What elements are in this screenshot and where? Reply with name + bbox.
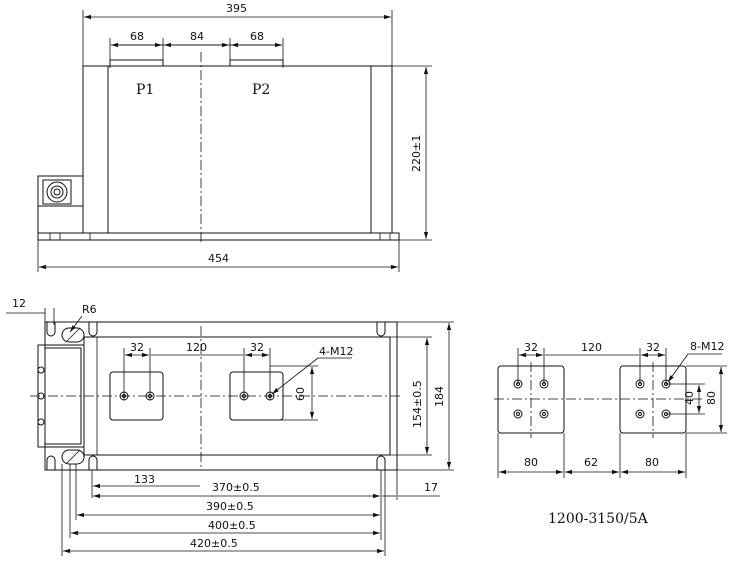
dim-370: 370±0.5 <box>212 481 260 494</box>
detail-dim-40: 40 <box>683 391 696 405</box>
dim-154: 154±0.5 <box>411 380 424 428</box>
detail-dim-32-left: 32 <box>524 341 538 354</box>
dim-32-right: 32 <box>250 341 264 354</box>
dim-4-m12: 4-M12 <box>319 345 353 358</box>
dim-68-left: 68 <box>130 30 144 43</box>
dim-420: 420±0.5 <box>190 537 238 550</box>
detail-dim-32-right: 32 <box>646 341 660 354</box>
front-view: 395 68 84 68 P1 P2 <box>37 2 432 272</box>
detail-dim-62: 62 <box>584 456 598 469</box>
label-p1: P1 <box>136 82 154 98</box>
detail-dim-8-m12: 8-M12 <box>690 340 724 353</box>
dim-32-left: 32 <box>130 341 144 354</box>
dim-17: 17 <box>424 481 438 494</box>
dim-400: 400±0.5 <box>208 519 256 532</box>
model-label: 1200-3150/5A <box>548 511 649 527</box>
plan-view: 12 R6 32 <box>6 297 454 556</box>
detail-dim-80-right: 80 <box>645 456 659 469</box>
dim-68-right: 68 <box>250 30 264 43</box>
dim-390: 390±0.5 <box>206 500 254 513</box>
terminal-detail: 32 120 32 8-M12 40 80 80 62 80 1200-3150… <box>494 340 727 527</box>
dim-60: 60 <box>294 387 307 401</box>
dim-395: 395 <box>226 2 247 15</box>
dim-84: 84 <box>190 30 204 43</box>
dim-12: 12 <box>12 297 26 310</box>
dim-120: 120 <box>186 341 207 354</box>
dim-133: 133 <box>134 473 155 486</box>
detail-dim-80-vertical: 80 <box>705 391 718 405</box>
detail-dim-120: 120 <box>581 341 602 354</box>
dim-184: 184 <box>433 386 446 407</box>
label-p2: P2 <box>252 82 270 98</box>
detail-dim-80-left: 80 <box>524 456 538 469</box>
dim-220: 220±1 <box>410 135 423 172</box>
dim-r6: R6 <box>82 303 97 316</box>
dim-454: 454 <box>208 252 229 265</box>
